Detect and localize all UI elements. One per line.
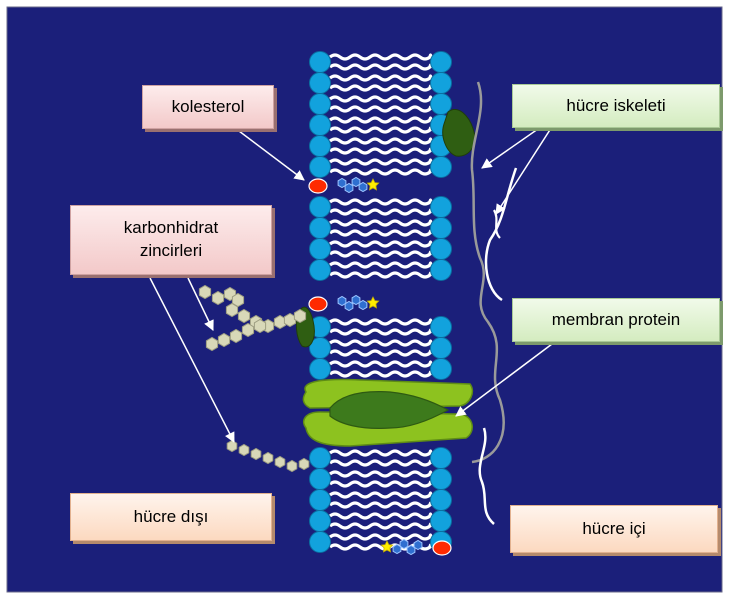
cholesterol-ring [359, 183, 367, 192]
sugar-unit [239, 445, 249, 456]
phospholipid-head [310, 239, 331, 260]
phospholipid-head [310, 73, 331, 94]
phospholipid-head [310, 115, 331, 136]
hucre-ici-label: hücre içi [510, 505, 718, 553]
cholesterol-ring [359, 301, 367, 310]
cholesterol-head [309, 297, 327, 311]
karbonhidrat-zincirleri-text: karbonhidrat zincirleri [124, 217, 219, 263]
sugar-unit [238, 310, 249, 323]
membran-protein-text: membran protein [552, 309, 681, 332]
phospholipid-head [431, 260, 452, 281]
sugar-unit [287, 461, 297, 472]
phospholipid-head [431, 359, 452, 380]
sugar-unit [218, 334, 229, 347]
sugar-unit [251, 449, 261, 460]
sugar-unit [263, 453, 273, 464]
karbonhidrat-zincirleri-label: karbonhidrat zincirleri [70, 205, 272, 275]
cholesterol-ring [407, 546, 415, 555]
kolesterol-label: kolesterol [142, 85, 274, 129]
phospholipid-head [431, 52, 452, 73]
phospholipid-head [310, 157, 331, 178]
phospholipid-head [431, 157, 452, 178]
sugar-unit [242, 324, 253, 337]
phospholipid-head [310, 532, 331, 553]
phospholipid-head [310, 136, 331, 157]
hucre-iskeleti-label: hücre iskeleti [512, 84, 720, 128]
sugar-unit [230, 330, 241, 343]
cholesterol-head [433, 541, 451, 555]
sugar-unit [206, 338, 217, 351]
phospholipid-head [310, 52, 331, 73]
phospholipid-head [310, 218, 331, 239]
phospholipid-head [310, 260, 331, 281]
sugar-unit [275, 457, 285, 468]
phospholipid-head [431, 469, 452, 490]
kolesterol-text: kolesterol [172, 96, 245, 119]
phospholipid-head [310, 448, 331, 469]
phospholipid-head [431, 197, 452, 218]
sugar-unit [254, 320, 265, 333]
hucre-disi-text: hücre dışı [134, 506, 209, 529]
cholesterol-ring [345, 302, 353, 311]
sugar-unit [199, 286, 210, 299]
membran-protein-label: membran protein [512, 298, 720, 342]
phospholipid-head [310, 490, 331, 511]
hucre-ici-text: hücre içi [582, 518, 645, 541]
cholesterol-head [309, 179, 327, 193]
phospholipid-head [431, 338, 452, 359]
cholesterol-ring [345, 184, 353, 193]
phospholipid-head [310, 197, 331, 218]
hucre-disi-label: hücre dışı [70, 493, 272, 541]
phospholipid-head [431, 490, 452, 511]
phospholipid-head [431, 511, 452, 532]
sugar-unit [227, 441, 237, 452]
cholesterol-ring [393, 545, 401, 554]
phospholipid-head [310, 511, 331, 532]
phospholipid-head [310, 359, 331, 380]
hucre-iskeleti-text: hücre iskeleti [566, 95, 665, 118]
phospholipid-head [431, 239, 452, 260]
phospholipid-head [431, 317, 452, 338]
sugar-unit [299, 459, 309, 470]
phospholipid-head [431, 448, 452, 469]
sugar-unit [294, 310, 305, 323]
phospholipid-head [310, 94, 331, 115]
sugar-unit [226, 304, 237, 317]
phospholipid-head [310, 469, 331, 490]
phospholipid-head [431, 218, 452, 239]
phospholipid-head [431, 73, 452, 94]
sugar-unit [212, 292, 223, 305]
